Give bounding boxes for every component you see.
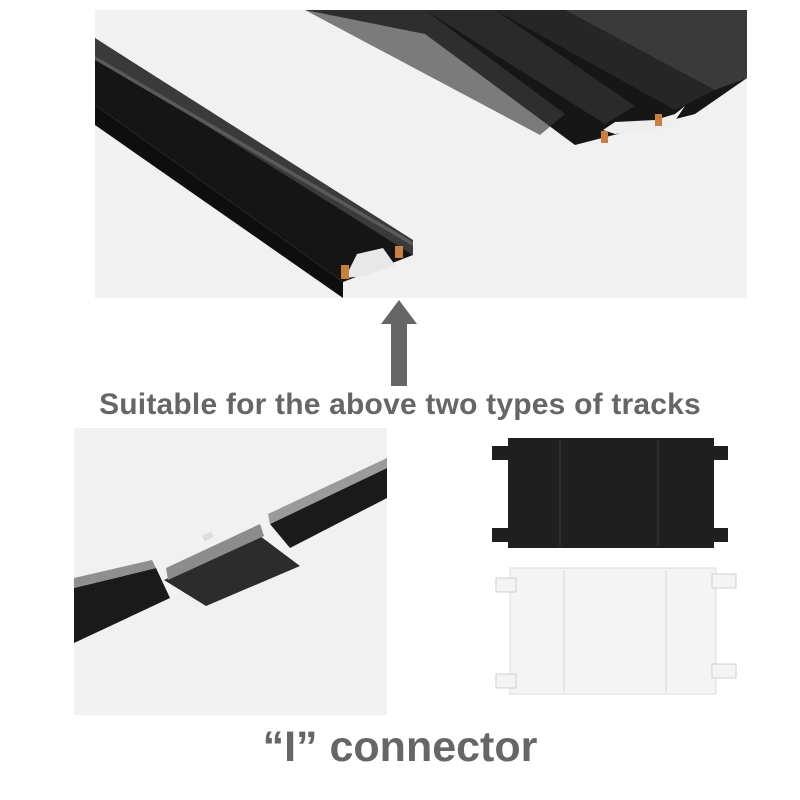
connector-product-photo bbox=[470, 428, 760, 718]
black-connector bbox=[492, 438, 728, 548]
narrow-track bbox=[95, 38, 413, 298]
connector-in-use-photo bbox=[74, 428, 387, 715]
white-connector bbox=[495, 567, 737, 695]
up-arrow-icon bbox=[381, 300, 417, 386]
track-profiles-photo bbox=[95, 10, 747, 298]
suitable-caption: Suitable for the above two types of trac… bbox=[99, 388, 701, 421]
wide-track bbox=[305, 10, 747, 145]
connector-caption: “I” connector bbox=[262, 723, 538, 771]
